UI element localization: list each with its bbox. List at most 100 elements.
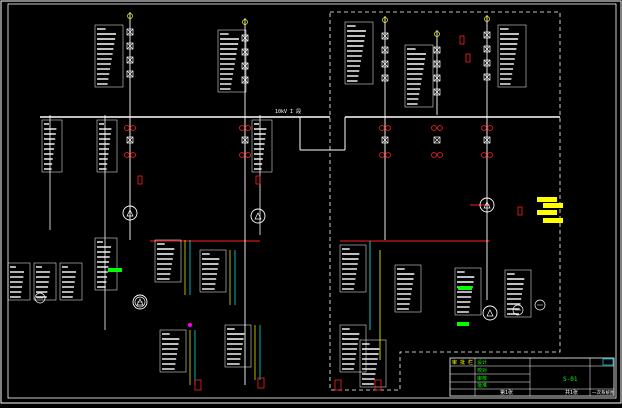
feeder-breaker-1 (241, 48, 249, 56)
feeder-lower-breaker-1 (241, 136, 249, 144)
feeder-terminal-2 (382, 17, 388, 23)
magenta-marker (188, 323, 192, 327)
sub-panel-3-frame (159, 329, 187, 373)
feeder-breaker-0 (126, 70, 134, 78)
title-block-frame (449, 357, 615, 397)
feeder-breaker-4 (483, 45, 491, 53)
transformer-3-coil (479, 197, 495, 213)
feeder-lower-breaker-0-x2 (126, 136, 134, 144)
feeder-breaker-1-x2 (241, 34, 249, 42)
title-sheet-left: 第1张 (500, 389, 513, 396)
feeder-terminal-1 (242, 19, 248, 25)
title-row1-mid: 设计 (477, 359, 487, 366)
feeder-breaker-3-x2 (433, 88, 441, 96)
feeder-breaker-1-x2 (241, 62, 249, 70)
feeder-breaker-1-x2 (241, 76, 249, 84)
feeder-breaker-1 (241, 34, 249, 42)
title-sheet-right: 一次系统图 (592, 389, 615, 396)
feeder-breaker-2 (381, 74, 389, 82)
feeder-annotation-0-frame (94, 24, 124, 88)
feeder-breaker-2 (381, 46, 389, 54)
down-annotation-1-frame (96, 119, 118, 173)
yellow-device-1 (543, 203, 563, 208)
feeder-ct-3-b (437, 125, 443, 131)
feeder-breaker-2 (381, 60, 389, 68)
feeder-ct-1-b (245, 125, 251, 131)
right-panel-1-frame (394, 264, 422, 313)
feeder-ct-2-b (385, 125, 391, 131)
feeder-breaker-3-x2 (433, 74, 441, 82)
cabinet-d-frame (94, 237, 118, 291)
status-green-c (457, 322, 469, 326)
red-fuse-3 (255, 175, 261, 185)
outgoing-terminal-1 (257, 377, 265, 389)
red-fuse-2 (137, 175, 143, 185)
feeder-ct-0-a (124, 125, 130, 131)
title-row4: 批准 (477, 382, 487, 389)
feeder-annotation-2-frame (344, 21, 374, 85)
feeder-breaker-0-x2 (126, 70, 134, 78)
outgoing-terminal-3 (374, 379, 382, 391)
red-fuse-1 (465, 53, 471, 63)
feeder-ct2-2-a (379, 152, 385, 158)
feeder-breaker-0 (126, 28, 134, 36)
transformer-2-glyph (254, 212, 262, 220)
title-row2: 校对 (477, 367, 487, 374)
feeder-terminal-3 (434, 31, 440, 37)
feeder-annotation-1-frame (217, 29, 247, 93)
right-panel-2-frame (454, 267, 482, 316)
outgoing-terminal-0 (194, 379, 202, 391)
feeder-ct-4-b (487, 125, 493, 131)
title-row3: 审核 (477, 375, 487, 382)
title-drawing-name: S-01 (563, 376, 578, 383)
feeder-annotation-3-frame (404, 44, 434, 108)
transformer-4-coil (132, 294, 148, 310)
yellow-device-0 (537, 197, 557, 202)
sub-panel-0-frame (154, 239, 182, 283)
feeder-breaker-3 (433, 60, 441, 68)
feeder-lower-breaker-3 (433, 136, 441, 144)
right-panel-5-frame (359, 339, 387, 388)
feeder-breaker-3-x2 (433, 60, 441, 68)
dashed-enclosure (329, 11, 561, 391)
feeder-breaker-2-x2 (381, 74, 389, 82)
feeder-lower-breaker-2-x2 (381, 136, 389, 144)
meter-3 (534, 299, 546, 311)
feeder-lower-breaker-4 (483, 136, 491, 144)
right-panel-3-frame (504, 269, 532, 318)
meter-1 (134, 296, 146, 308)
transformer-1-glyph (126, 209, 134, 217)
feeder-ct-4-a (481, 125, 487, 131)
feeder-breaker-0-x2 (126, 28, 134, 36)
feeder-breaker-3-x2 (433, 46, 441, 54)
outgoing-terminal-2 (334, 379, 342, 391)
down-annotation-2-frame (251, 119, 273, 173)
transformer-5-glyph (486, 309, 494, 317)
title-block: 审 批 栏 设计 校对 审核 批准 S-01 第1张 共1张 一次系统图 (449, 357, 615, 397)
feeder-breaker-0-x2 (126, 56, 134, 64)
feeder-ct-0-b (130, 125, 136, 131)
title-sheet-mid: 共1张 (565, 389, 578, 396)
feeder-breaker-2-x2 (381, 32, 389, 40)
down-annotation-0-frame (41, 119, 63, 173)
inner-border (7, 3, 617, 399)
feeder-lower-breaker-0 (126, 136, 134, 144)
feeder-breaker-4 (483, 31, 491, 39)
feeder-breaker-4 (483, 73, 491, 81)
feeder-breaker-3 (433, 74, 441, 82)
right-panel-0-frame (339, 244, 367, 293)
feeder-terminal-4 (484, 16, 490, 22)
feeder-ct-2-a (379, 125, 385, 131)
yellow-device-2 (537, 210, 557, 215)
feeder-annotation-4-frame (497, 24, 527, 88)
transformer-3-glyph (483, 201, 491, 209)
feeder-breaker-0-x2 (126, 42, 134, 50)
meter-2 (512, 304, 524, 316)
feeder-breaker-4-x2 (483, 73, 491, 81)
feeder-lower-breaker-2 (381, 136, 389, 144)
yellow-device-3 (543, 218, 563, 223)
feeder-breaker-1 (241, 76, 249, 84)
